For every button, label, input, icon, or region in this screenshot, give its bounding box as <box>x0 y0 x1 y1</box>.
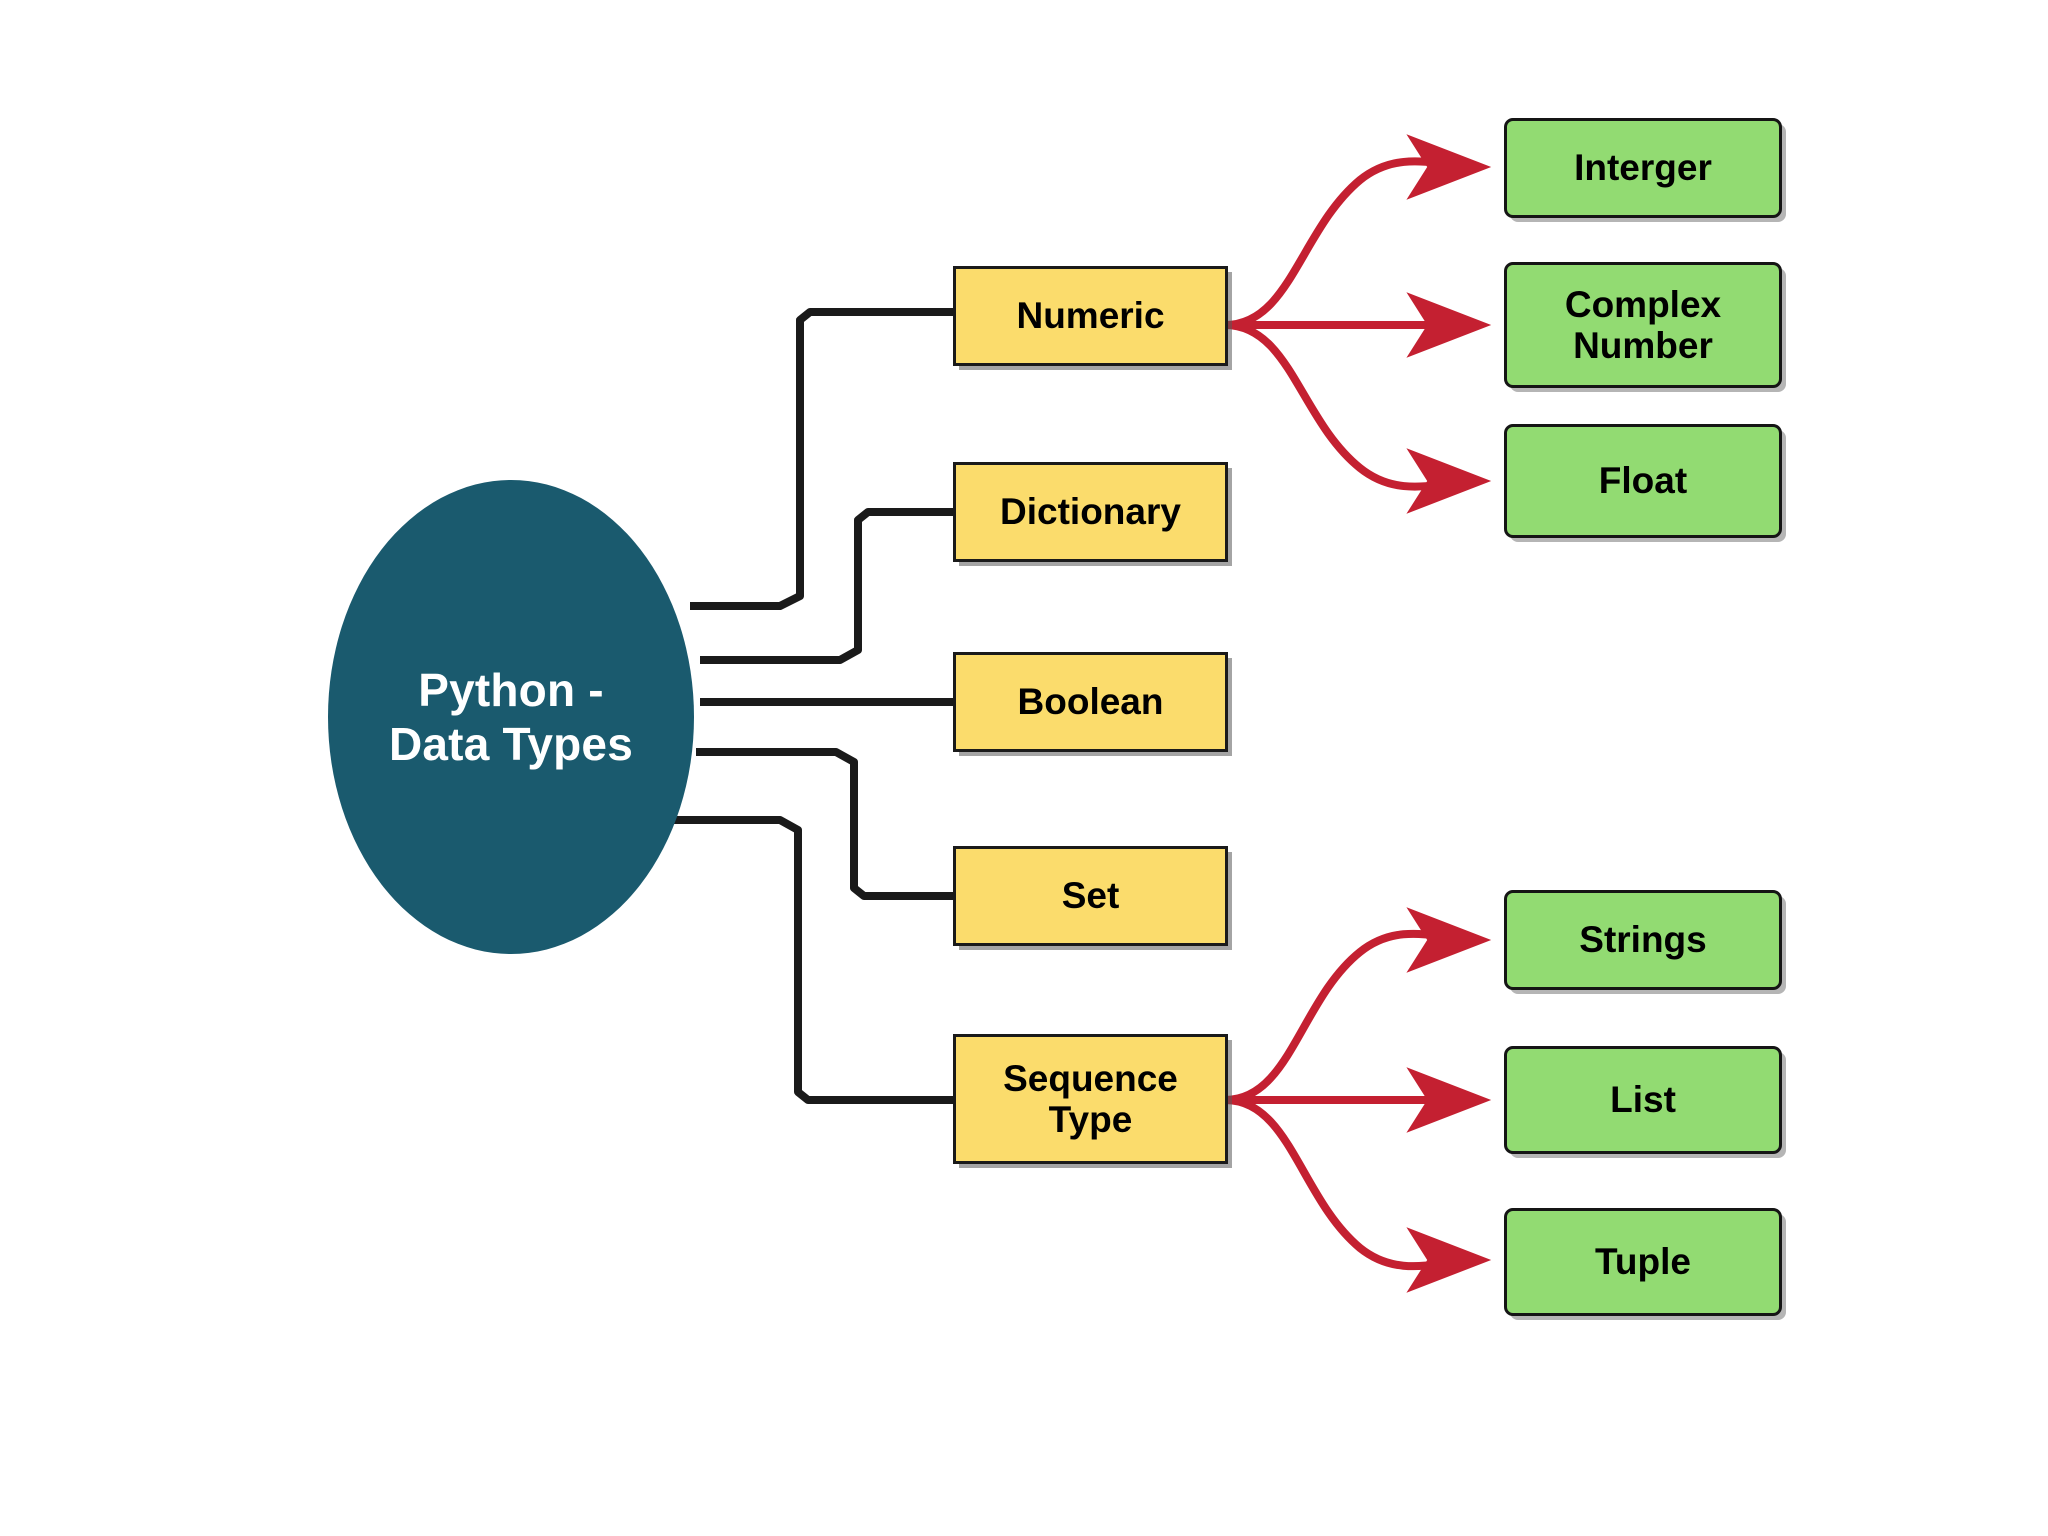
leaf-node-float-label-line1: Float <box>1598 460 1688 502</box>
leaf-node-list-label-line1: List <box>1610 1079 1676 1121</box>
arrow-numeric-float <box>1224 321 1492 514</box>
branch-node-sequence-type-label: Sequence Type <box>1003 1058 1178 1141</box>
branch-node-sequence-type[interactable]: Sequence Type <box>953 1034 1228 1164</box>
branch-node-dictionary[interactable]: Dictionary <box>953 462 1228 562</box>
branch-node-set-label: Set <box>1062 875 1120 916</box>
leaf-node-tuple[interactable]: Tuple <box>1504 1208 1782 1316</box>
leaf-node-tuple-label: Tuple <box>1595 1241 1691 1282</box>
root-node-label: Python - Data Types <box>389 663 633 772</box>
branch-node-numeric[interactable]: Numeric <box>953 266 1228 366</box>
arrow-sequence-tuple <box>1224 1096 1492 1293</box>
connector-root-sequence <box>672 816 955 1104</box>
leaf-node-strings-label: Strings <box>1579 919 1706 960</box>
branch-node-dictionary-label-line1: Dictionary <box>1000 491 1181 533</box>
branch-node-boolean-label: Boolean <box>1018 681 1164 722</box>
connector-root-numeric <box>690 308 955 610</box>
branch-node-sequence-type-label-line2: Type <box>1048 1099 1133 1140</box>
branch-node-set-label-line1: Set <box>1061 875 1120 917</box>
root-node-label-line1: Python - <box>418 663 604 716</box>
leaf-node-float[interactable]: Float <box>1504 424 1782 538</box>
branch-node-numeric-label-line1: Numeric <box>1016 295 1165 337</box>
leaf-node-tuple-label-line1: Tuple <box>1595 1241 1691 1283</box>
leaf-node-interger-label-line1: Interger <box>1574 147 1712 189</box>
leaf-node-complex-number-label: Complex Number <box>1565 284 1721 367</box>
leaf-node-complex-number[interactable]: Complex Number <box>1504 262 1782 388</box>
branch-node-dictionary-label: Dictionary <box>1000 491 1181 532</box>
arrow-sequence-strings <box>1224 907 1492 1104</box>
leaf-node-list[interactable]: List <box>1504 1046 1782 1154</box>
connector-root-dictionary <box>700 508 955 664</box>
connector-root-set <box>696 748 955 900</box>
branch-node-boolean-label-line1: Boolean <box>1017 681 1164 723</box>
root-node-label-line2: Data Types <box>388 718 634 770</box>
leaf-node-complex-number-label-line1: Complex <box>1564 283 1722 325</box>
arrow-numeric-interger <box>1224 134 1492 329</box>
branch-node-boolean[interactable]: Boolean <box>953 652 1228 752</box>
leaf-node-strings-label-line1: Strings <box>1579 919 1707 961</box>
branch-node-numeric-label: Numeric <box>1016 295 1164 336</box>
root-node-python-data-types[interactable]: Python - Data Types <box>328 480 694 954</box>
branch-node-sequence-type-label-line1: Sequence <box>1003 1057 1178 1099</box>
leaf-node-strings[interactable]: Strings <box>1504 890 1782 990</box>
leaf-node-complex-number-label-line2: Number <box>1573 325 1713 366</box>
leaf-node-float-label: Float <box>1599 460 1687 501</box>
leaf-node-interger-label: Interger <box>1574 147 1712 188</box>
branch-node-set[interactable]: Set <box>953 846 1228 946</box>
leaf-node-interger[interactable]: Interger <box>1504 118 1782 218</box>
leaf-node-list-label: List <box>1610 1079 1676 1120</box>
